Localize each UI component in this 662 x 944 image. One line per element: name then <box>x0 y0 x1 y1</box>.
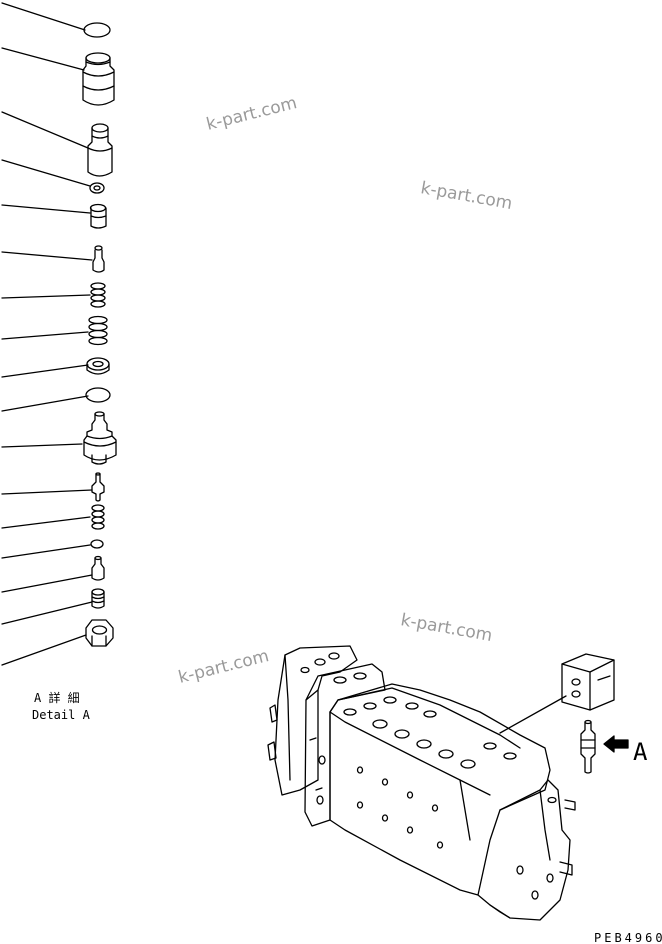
view-arrow-icon <box>603 735 629 753</box>
screw-part <box>91 588 105 609</box>
washer-part <box>86 357 110 375</box>
watermark-text: k-part.com <box>204 93 299 135</box>
nut-part <box>85 619 114 647</box>
valve-block-part <box>561 653 615 711</box>
poppet-part <box>92 245 105 273</box>
view-arrow-label: A <box>633 738 648 766</box>
plug-part <box>82 52 115 106</box>
detail-label-jp: A 詳 細 <box>34 690 80 705</box>
spring-part <box>91 504 105 530</box>
pin-part <box>91 472 105 502</box>
watermark-text: k-part.com <box>399 610 494 646</box>
watermark-text: k-part.com <box>176 646 271 688</box>
spring-part <box>90 282 106 308</box>
detail-label-en: Detail A <box>32 708 91 722</box>
o-ring-part <box>83 22 111 38</box>
assembly-leader-line <box>499 695 567 734</box>
drawing-code: PEB4960 <box>594 931 662 944</box>
small-ring-part <box>89 182 105 194</box>
spring-part <box>88 315 108 346</box>
watermarks: k-part.com k-part.com k-part.com k-part.… <box>176 93 513 688</box>
valve-body-part <box>83 411 117 465</box>
leader-lines <box>1 2 93 666</box>
o-ring-part <box>85 387 111 403</box>
piston-part <box>87 123 113 177</box>
ball-part <box>90 539 104 549</box>
sleeve-part <box>89 203 107 229</box>
control-valve-assembly <box>267 645 576 921</box>
watermark-text: k-part.com <box>419 178 514 214</box>
detail-a-valve-part <box>580 719 596 774</box>
seat-part <box>91 555 105 581</box>
